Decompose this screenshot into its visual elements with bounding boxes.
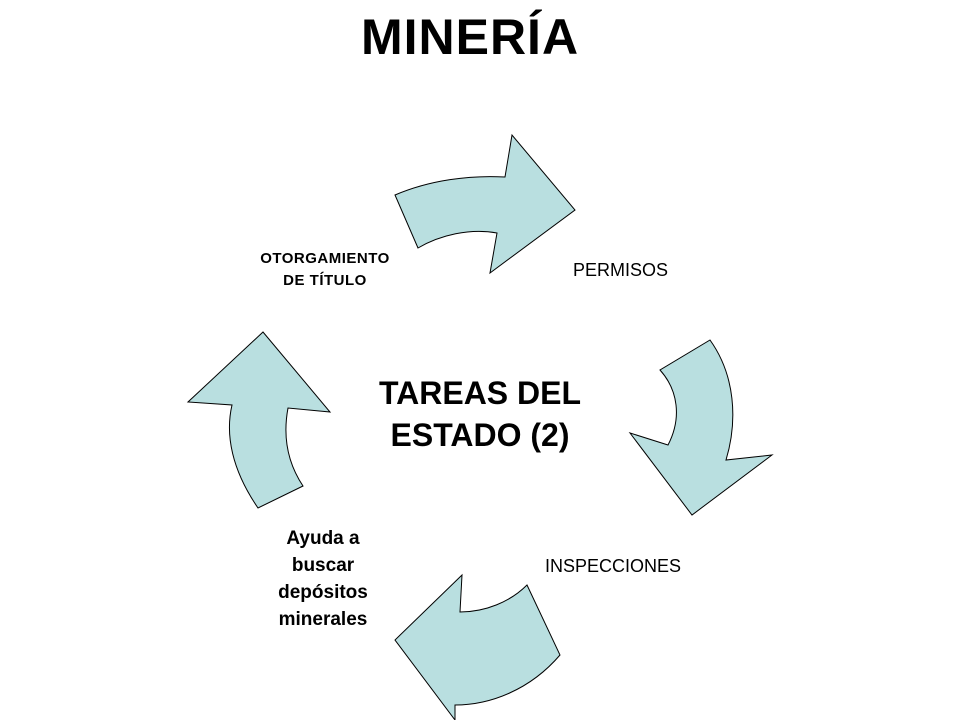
step-label-ayuda: Ayuda a buscar depósitos minerales: [248, 525, 398, 633]
step-otorgamiento-line-2: DE TÍTULO: [283, 272, 367, 289]
step-label-otorgamiento: OTORGAMIENTO DE TÍTULO: [225, 248, 425, 292]
step-ayuda-line-1: Ayuda a: [286, 528, 360, 549]
cycle-center-label: TAREAS DEL ESTADO (2): [330, 372, 630, 456]
step-ayuda-line-4: minerales: [278, 609, 368, 630]
step-label-inspecciones: INSPECCIONES: [545, 556, 681, 577]
step-label-permisos: PERMISOS: [573, 260, 668, 281]
center-label-line-1: TAREAS DEL: [378, 375, 582, 411]
step-ayuda-line-2: buscar: [291, 555, 355, 576]
step-inspecciones-text: INSPECCIONES: [545, 556, 682, 576]
cycle-arrow-to-ayuda: [394, 573, 561, 720]
step-ayuda-line-3: depósitos: [278, 582, 368, 603]
cycle-arrow-to-otorgamiento: [186, 331, 332, 509]
step-otorgamiento-line-1: OTORGAMIENTO: [260, 250, 390, 267]
step-permisos-text: PERMISOS: [573, 260, 669, 280]
page-title: MINERÍA: [360, 9, 580, 65]
cycle-arrow-to-inspecciones: [628, 339, 774, 516]
center-label-line-2: ESTADO (2): [390, 417, 570, 453]
cycle-arrow-to-permisos: [394, 133, 576, 275]
